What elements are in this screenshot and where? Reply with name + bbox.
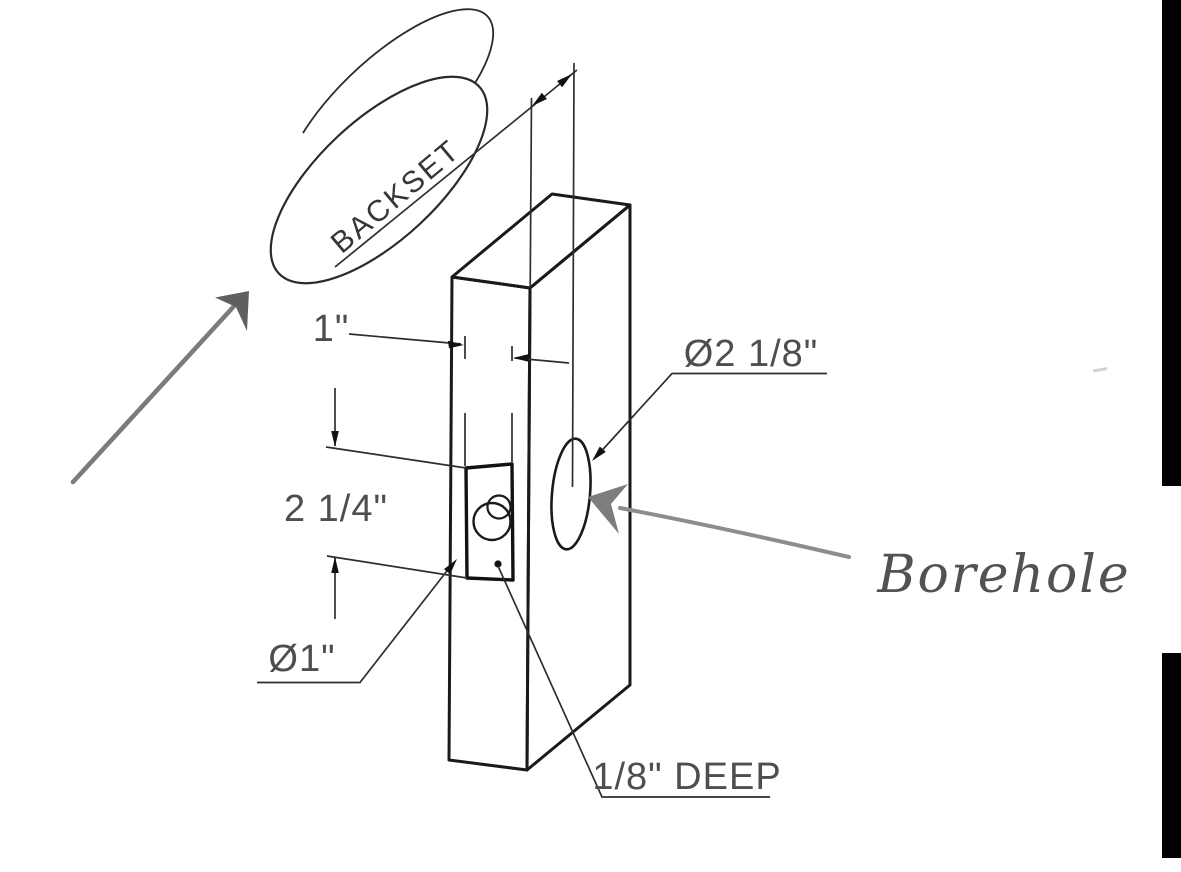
width-label: 1" bbox=[313, 308, 350, 350]
faceplate-mortise bbox=[464, 462, 515, 582]
height-ref-line-top bbox=[325, 446, 467, 469]
borehole-annotation: Borehole bbox=[588, 484, 1130, 605]
backset-arrowhead-left bbox=[532, 92, 547, 106]
door-front-face bbox=[525, 203, 632, 772]
borehole-sketch-shaft bbox=[618, 506, 851, 559]
depth-label: 1/8" DEEP bbox=[592, 756, 781, 798]
crossbore-arrowhead bbox=[444, 559, 457, 575]
borehole-leader-line bbox=[595, 372, 827, 458]
borehole-centerline bbox=[571, 62, 575, 488]
crossbore-leader: Ø1" bbox=[257, 559, 457, 684]
borehole-ellipse bbox=[550, 437, 592, 551]
backset-arrowhead-right bbox=[557, 74, 572, 88]
depth-leader-line bbox=[497, 565, 770, 798]
backset-balloon-ellipse bbox=[269, 75, 489, 285]
pointer-arrow-sketch bbox=[70, 291, 249, 485]
width-arrowhead-right bbox=[513, 354, 529, 362]
plate-height-dimension: 2 1/4" bbox=[284, 388, 468, 619]
borehole-sketch-arrowhead bbox=[588, 484, 628, 534]
width-arrowhead-left bbox=[448, 340, 464, 349]
door-edge-face bbox=[447, 275, 532, 772]
height-arrowhead-top bbox=[331, 431, 339, 447]
faceplate-outline bbox=[464, 462, 515, 582]
door-top-face bbox=[450, 192, 632, 290]
width-dimension: 1" bbox=[313, 308, 570, 364]
height-ref-line-bottom bbox=[326, 555, 468, 579]
scan-bar-bottom bbox=[1162, 653, 1181, 858]
borehole-caption: Borehole bbox=[876, 545, 1130, 605]
pointer-arrow-shaft bbox=[70, 301, 239, 485]
borehole-dia-label: Ø2 1/8" bbox=[684, 333, 819, 375]
pointer-arrowhead bbox=[215, 291, 249, 331]
height-arrowhead-bottom bbox=[331, 557, 339, 573]
balloon-inner-arc bbox=[302, 8, 495, 134]
depth-leader: 1/8" DEEP bbox=[497, 565, 781, 798]
latch-bolt-circle bbox=[486, 494, 512, 520]
width-dim-left-tail bbox=[348, 333, 462, 345]
screw-dot bbox=[494, 560, 502, 568]
borehole-dia-leader: Ø2 1/8" bbox=[592, 333, 827, 461]
backset-extension-line bbox=[529, 97, 533, 288]
crossbore-label: Ø1" bbox=[268, 638, 335, 680]
backset-dimension: BACKSET bbox=[269, 8, 578, 285]
crossbore-leader-line bbox=[257, 566, 451, 684]
scan-bar-top bbox=[1162, 0, 1181, 486]
borehole-arrowhead bbox=[592, 446, 606, 461]
plate-height-label: 2 1/4" bbox=[284, 488, 388, 530]
extension-lines bbox=[464, 62, 575, 488]
scan-speck bbox=[1092, 367, 1108, 373]
door-block bbox=[447, 192, 632, 772]
cross-bore-circle bbox=[472, 501, 512, 542]
